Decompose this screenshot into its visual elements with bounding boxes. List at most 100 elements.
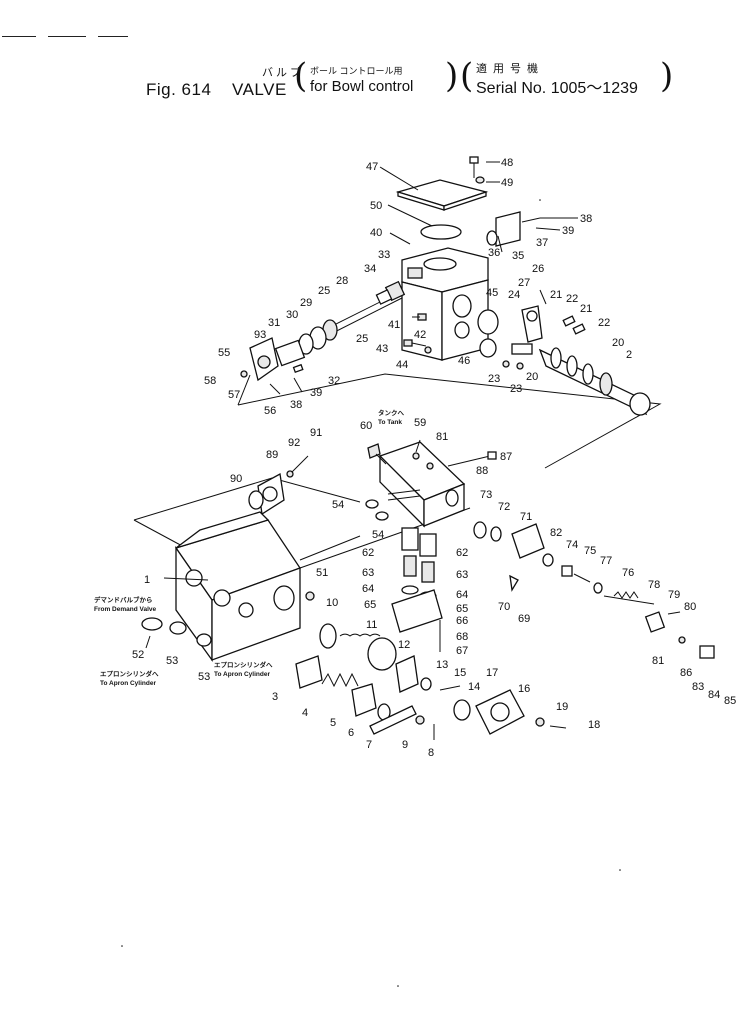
part-label: 53 <box>198 671 210 683</box>
part-label: 93 <box>254 329 266 341</box>
spring-11 <box>319 623 397 671</box>
part-label: 26 <box>532 263 544 275</box>
pin-41-43 <box>403 313 432 354</box>
part-label: 69 <box>518 613 530 625</box>
purpose-jp: ボール コントロール用 <box>310 66 403 76</box>
part-label: 19 <box>556 701 568 713</box>
part-label: 33 <box>378 249 390 261</box>
part-label: 21 <box>580 303 592 315</box>
part-label: 12 <box>398 639 410 651</box>
part-label: 18 <box>588 719 600 731</box>
part-label: 38 <box>580 213 592 225</box>
figure-label: Fig. 614 <box>146 80 212 99</box>
part-label: 68 <box>456 631 468 643</box>
flange-89 <box>248 455 309 516</box>
bolt-87 <box>447 451 497 467</box>
paren-open-1: ( <box>294 56 308 96</box>
plug-51 <box>305 591 315 601</box>
part-label: 9 <box>402 739 408 751</box>
note-from-demand-en: From Demand Valve <box>94 606 157 613</box>
part-label: 63 <box>362 567 374 579</box>
part-label: 10 <box>326 597 338 609</box>
bearing-29-30 <box>298 319 338 355</box>
title-jp: バルブ <box>262 67 304 79</box>
relief-valve-parts <box>295 655 435 740</box>
middle-valve-block <box>378 441 466 528</box>
part-label: 50 <box>370 200 382 212</box>
part-label: 75 <box>584 545 596 557</box>
part-label: 85 <box>724 695 736 707</box>
plunger-12-13 <box>395 655 461 693</box>
corner-dash-2 <box>48 36 86 37</box>
flange-plate-55 <box>249 337 306 382</box>
part-label: 32 <box>328 375 340 387</box>
part-label: 11 <box>366 619 377 631</box>
small-bolts-left <box>240 363 304 395</box>
note-to-tank-jp: タンクへ <box>378 408 405 417</box>
cover-plate <box>395 179 489 211</box>
part-label: 78 <box>648 579 660 591</box>
part-label: 23 <box>510 383 522 395</box>
part-label: 45 <box>486 287 498 299</box>
part-label: 55 <box>218 347 230 359</box>
part-label: 31 <box>268 317 280 329</box>
part-label: 39 <box>562 225 574 237</box>
purpose-en: for Bowl control <box>310 78 414 95</box>
bolts-54 <box>365 489 421 521</box>
part-label: 43 <box>376 343 388 355</box>
link-lever <box>502 289 586 370</box>
part-label: 90 <box>230 473 242 485</box>
part-label: 46 <box>458 355 470 367</box>
part-label: 64 <box>456 589 468 601</box>
cover-16 <box>453 689 567 735</box>
part-label: 73 <box>480 489 492 501</box>
part-label: 56 <box>264 405 276 417</box>
part-label: 21 <box>550 289 562 301</box>
part-label: 35 <box>512 250 524 262</box>
spool-2 <box>538 347 651 416</box>
part-label: 64 <box>362 583 374 595</box>
part-label: 72 <box>498 501 510 513</box>
part-label: 59 <box>414 417 426 429</box>
part-label: 17 <box>486 667 498 679</box>
check-valve-set <box>391 527 443 652</box>
part-label: 36 <box>488 247 500 259</box>
washer-49 <box>475 176 485 184</box>
part-label: 81 <box>652 655 664 667</box>
part-label: 6 <box>348 727 354 739</box>
leader-lines <box>145 161 681 649</box>
part-label: 91 <box>310 427 322 439</box>
part-label: 84 <box>708 689 720 701</box>
part-label: 7 <box>366 739 372 751</box>
part-label: 83 <box>692 681 704 693</box>
part-label: 40 <box>370 227 382 239</box>
bolt-48 <box>469 156 479 178</box>
note-to-apron-en-2: To Apron Cylinder <box>214 671 270 678</box>
o-ring-50 <box>420 224 462 240</box>
part-label: 88 <box>476 465 488 477</box>
note-from-demand-jp: デマンドバルブから <box>94 595 153 604</box>
part-label: 67 <box>456 645 468 657</box>
part-label: 27 <box>518 277 530 289</box>
part-label: 63 <box>456 569 468 581</box>
part-label: 3 <box>272 691 278 703</box>
part-label: 66 <box>456 615 468 627</box>
paren-close-2: ) <box>660 56 674 96</box>
o-rings-35-36 <box>477 230 499 358</box>
part-label: 74 <box>566 539 578 551</box>
part-label: 38 <box>290 399 302 411</box>
part-label: 58 <box>204 375 216 387</box>
part-label: 37 <box>536 237 548 249</box>
part-label: 44 <box>396 359 408 371</box>
note-to-apron-en-1: To Apron Cylinder <box>100 680 156 687</box>
part-label: 57 <box>228 389 240 401</box>
corner-dash-1 <box>2 36 36 37</box>
part-label: 29 <box>300 297 312 309</box>
part-label: 82 <box>550 527 562 539</box>
part-label: 48 <box>501 157 513 169</box>
part-label: 47 <box>366 161 378 173</box>
part-label: 80 <box>684 601 696 613</box>
part-label: 53 <box>166 655 178 667</box>
part-label: 1 <box>144 574 150 586</box>
